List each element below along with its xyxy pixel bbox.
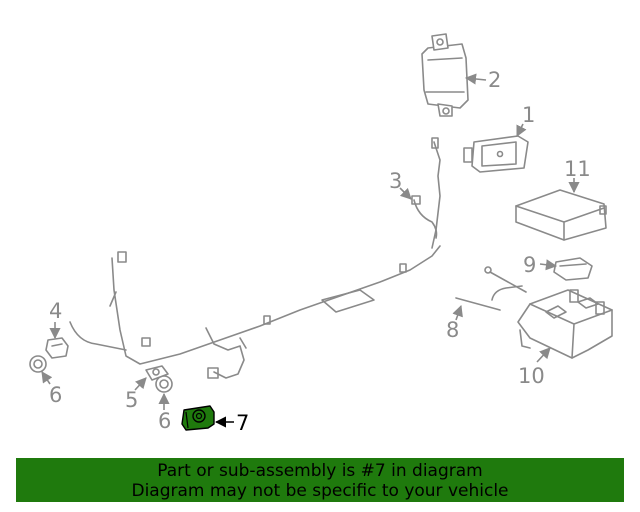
callout-1: 1 — [522, 103, 535, 127]
callout-11: 11 — [564, 157, 591, 181]
part-5-sensor — [145, 365, 169, 381]
callout-6-left: 6 — [49, 383, 62, 407]
callout-8: 8 — [446, 318, 459, 342]
callout-4: 4 — [49, 299, 62, 323]
wiring-harness — [69, 245, 441, 379]
callout-7: 7 — [236, 411, 249, 435]
banner-line-1: Part or sub-assembly is #7 in diagram — [157, 461, 483, 481]
callout-5: 5 — [125, 388, 138, 412]
banner-line-2: Diagram may not be specific to your vehi… — [131, 481, 509, 501]
leader-5 — [134, 377, 147, 391]
callout-9: 9 — [523, 253, 536, 277]
callout-2: 2 — [488, 68, 501, 92]
part-9-sensor — [553, 257, 593, 281]
leader-9 — [539, 259, 558, 271]
notice-banner: Part or sub-assembly is #7 in diagram Di… — [16, 458, 624, 502]
leader-10 — [536, 347, 551, 363]
leader-6-left — [41, 371, 53, 385]
leader-8 — [452, 304, 463, 321]
leader-1 — [516, 123, 527, 138]
part-1-module — [463, 135, 529, 173]
part-3-cable — [411, 137, 441, 249]
part-6-grommet-left — [29, 355, 47, 373]
callout-6-right: 6 — [158, 409, 171, 433]
part-7-sensor-highlighted[interactable] — [181, 405, 215, 431]
leader-2 — [464, 73, 487, 85]
callout-10: 10 — [518, 364, 545, 388]
part-8-cable — [455, 266, 527, 311]
callout-3: 3 — [389, 169, 402, 193]
part-4-connector — [45, 337, 69, 359]
part-11-module — [515, 189, 607, 241]
part-2-module — [421, 33, 469, 117]
leader-3 — [399, 187, 412, 200]
part-10-box — [517, 289, 613, 359]
